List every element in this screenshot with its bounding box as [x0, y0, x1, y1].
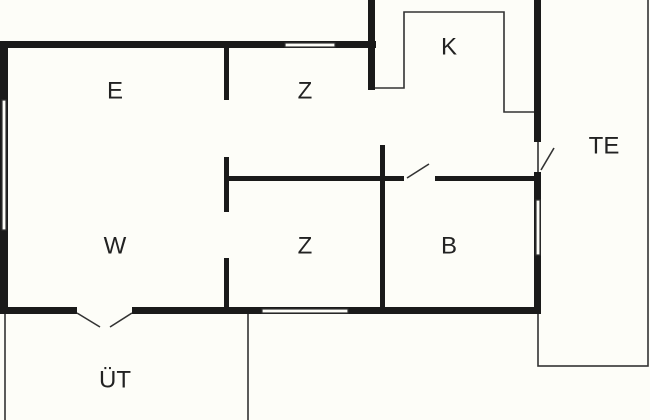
wall-kitchen-left [368, 0, 375, 90]
entrance-door-leaf-left[interactable] [76, 312, 101, 328]
wall-interior-2 [224, 157, 229, 212]
room-label-w: W [104, 232, 127, 259]
wall-interior-3 [224, 258, 229, 310]
wall-hall [227, 176, 404, 181]
bathroom-door[interactable] [406, 163, 430, 179]
window-left [1, 99, 7, 231]
wall-top [0, 41, 376, 48]
entrance-door-leaf-right[interactable] [109, 312, 133, 328]
wall-bath-left [380, 145, 385, 310]
wall-interior-1 [224, 48, 229, 100]
terrace-outline [537, 0, 649, 367]
terrace-door[interactable] [540, 147, 555, 171]
room-label-b: B [441, 232, 457, 259]
kitchen-counter [373, 11, 536, 113]
room-label-z-bottom: Z [298, 232, 313, 259]
entrance-door-gap [77, 307, 132, 314]
room-label-e: E [107, 77, 123, 104]
window-bottom [261, 308, 349, 314]
room-label-ut: ÜT [99, 366, 131, 393]
window-right [535, 199, 541, 256]
room-label-z-top: Z [298, 77, 313, 104]
wall-right-upper [534, 0, 541, 142]
room-label-k: K [441, 33, 457, 60]
wall-bath-top [435, 176, 535, 181]
window-top [284, 42, 336, 48]
room-label-te: TE [589, 132, 620, 159]
